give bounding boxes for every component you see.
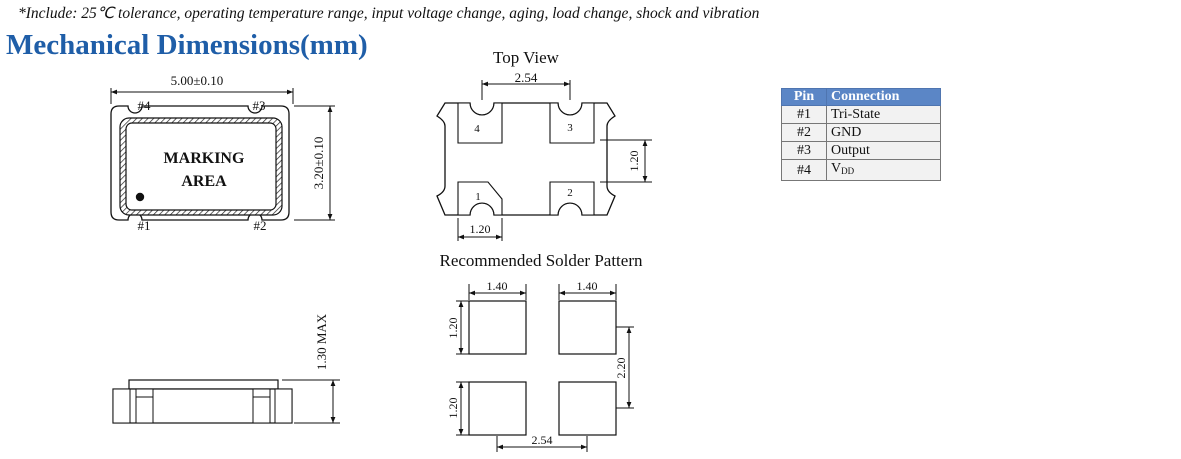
top-view-pad-number-1: 1 bbox=[475, 191, 481, 203]
package-view: 5.00±0.10 MARKING AREA #4 #3 #1 #2 3.20±… bbox=[110, 73, 335, 233]
package-corner-label-3: #3 bbox=[253, 98, 266, 113]
vdd-main-text: V bbox=[831, 161, 842, 176]
top-view-pad-number-4: 4 bbox=[474, 123, 480, 135]
package-corner-label-4: #4 bbox=[138, 98, 152, 113]
side-view-lid bbox=[128, 379, 279, 390]
top-view-pad-3 bbox=[549, 102, 595, 144]
pin-table-cell-connection: GND bbox=[826, 123, 941, 142]
side-view-left-castellation bbox=[135, 388, 154, 424]
solder-vertical-pitch-dim-label: 2.20 bbox=[614, 358, 628, 379]
solder-pad-bottom-right bbox=[558, 381, 617, 436]
pin-table-header-row: Pin Connection bbox=[781, 88, 941, 106]
package-corner-label-1: #1 bbox=[138, 218, 151, 233]
section-title: Mechanical Dimensions(mm) bbox=[6, 29, 368, 61]
solder-pad-top-right bbox=[558, 300, 617, 355]
pin1-indicator-dot bbox=[135, 192, 145, 202]
package-width-dim-label: 5.00±0.10 bbox=[171, 73, 224, 88]
pin-table-cell-connection: Output bbox=[826, 141, 941, 160]
solder-left-width-dim-label: 1.40 bbox=[487, 279, 508, 293]
solder-pattern: Recommended Solder Pattern 1.40 1.40 1.2… bbox=[439, 251, 643, 452]
top-view-pad-number-3: 3 bbox=[567, 122, 573, 134]
side-view-height-dim-label: 1.30 MAX bbox=[314, 313, 329, 370]
top-view-pad-4 bbox=[457, 102, 503, 144]
side-view: 1.30 MAX bbox=[112, 313, 340, 424]
pin-connection-table: Pin Connection #1 Tri-State #2 GND #3 Ou… bbox=[781, 88, 941, 181]
pin-table-cell-pin: #1 bbox=[781, 105, 827, 124]
side-view-right-terminal bbox=[274, 388, 293, 424]
solder-pattern-title: Recommended Solder Pattern bbox=[439, 251, 643, 270]
top-view-title: Top View bbox=[493, 48, 560, 67]
top-view-pad-number-2: 2 bbox=[567, 187, 573, 199]
pin-table-header-pin: Pin bbox=[781, 88, 827, 106]
solder-bottom-height-dim-label: 1.20 bbox=[446, 398, 460, 419]
table-row: #2 GND bbox=[781, 123, 941, 142]
table-row: #4 VDD bbox=[781, 159, 941, 181]
pin-table-header-connection: Connection bbox=[826, 88, 941, 106]
table-row: #1 Tri-State bbox=[781, 105, 941, 124]
vdd-subscript-text: DD bbox=[841, 166, 855, 176]
footnote: *Include: 25℃ tolerance, operating tempe… bbox=[18, 5, 760, 22]
marking-area-outline bbox=[125, 122, 277, 211]
top-view: Top View 2.54 4 3 1 2 1.20 1.20 bbox=[436, 48, 652, 241]
solder-top-height-dim-label: 1.20 bbox=[446, 318, 460, 339]
package-corner-label-2: #2 bbox=[254, 218, 267, 233]
solder-pad-bottom-left bbox=[468, 381, 527, 436]
solder-pad-top-left bbox=[468, 300, 527, 355]
top-view-pitch-dim-label: 2.54 bbox=[515, 70, 538, 85]
side-view-right-castellation bbox=[252, 388, 271, 424]
side-view-left-terminal bbox=[112, 388, 131, 424]
solder-right-width-dim-label: 1.40 bbox=[577, 279, 598, 293]
top-view-pad-1 bbox=[457, 181, 503, 216]
pin-table-cell-pin: #2 bbox=[781, 123, 827, 142]
top-view-height-dim-label: 1.20 bbox=[627, 151, 641, 172]
marking-text-line1: MARKING bbox=[164, 150, 245, 167]
package-height-dim-label: 3.20±0.10 bbox=[311, 137, 326, 190]
solder-horizontal-pitch-dim-label: 2.54 bbox=[532, 433, 553, 447]
marking-text-line2: AREA bbox=[181, 173, 227, 190]
pin-table-cell-pin: #4 bbox=[781, 159, 827, 181]
table-row: #3 Output bbox=[781, 141, 941, 160]
top-view-pad-2 bbox=[549, 181, 595, 216]
pin-table-cell-pin: #3 bbox=[781, 141, 827, 160]
pin-table-cell-connection: Tri-State bbox=[826, 105, 941, 124]
top-view-width-dim-label: 1.20 bbox=[470, 222, 491, 236]
pin-table-cell-connection: VDD bbox=[826, 159, 941, 181]
